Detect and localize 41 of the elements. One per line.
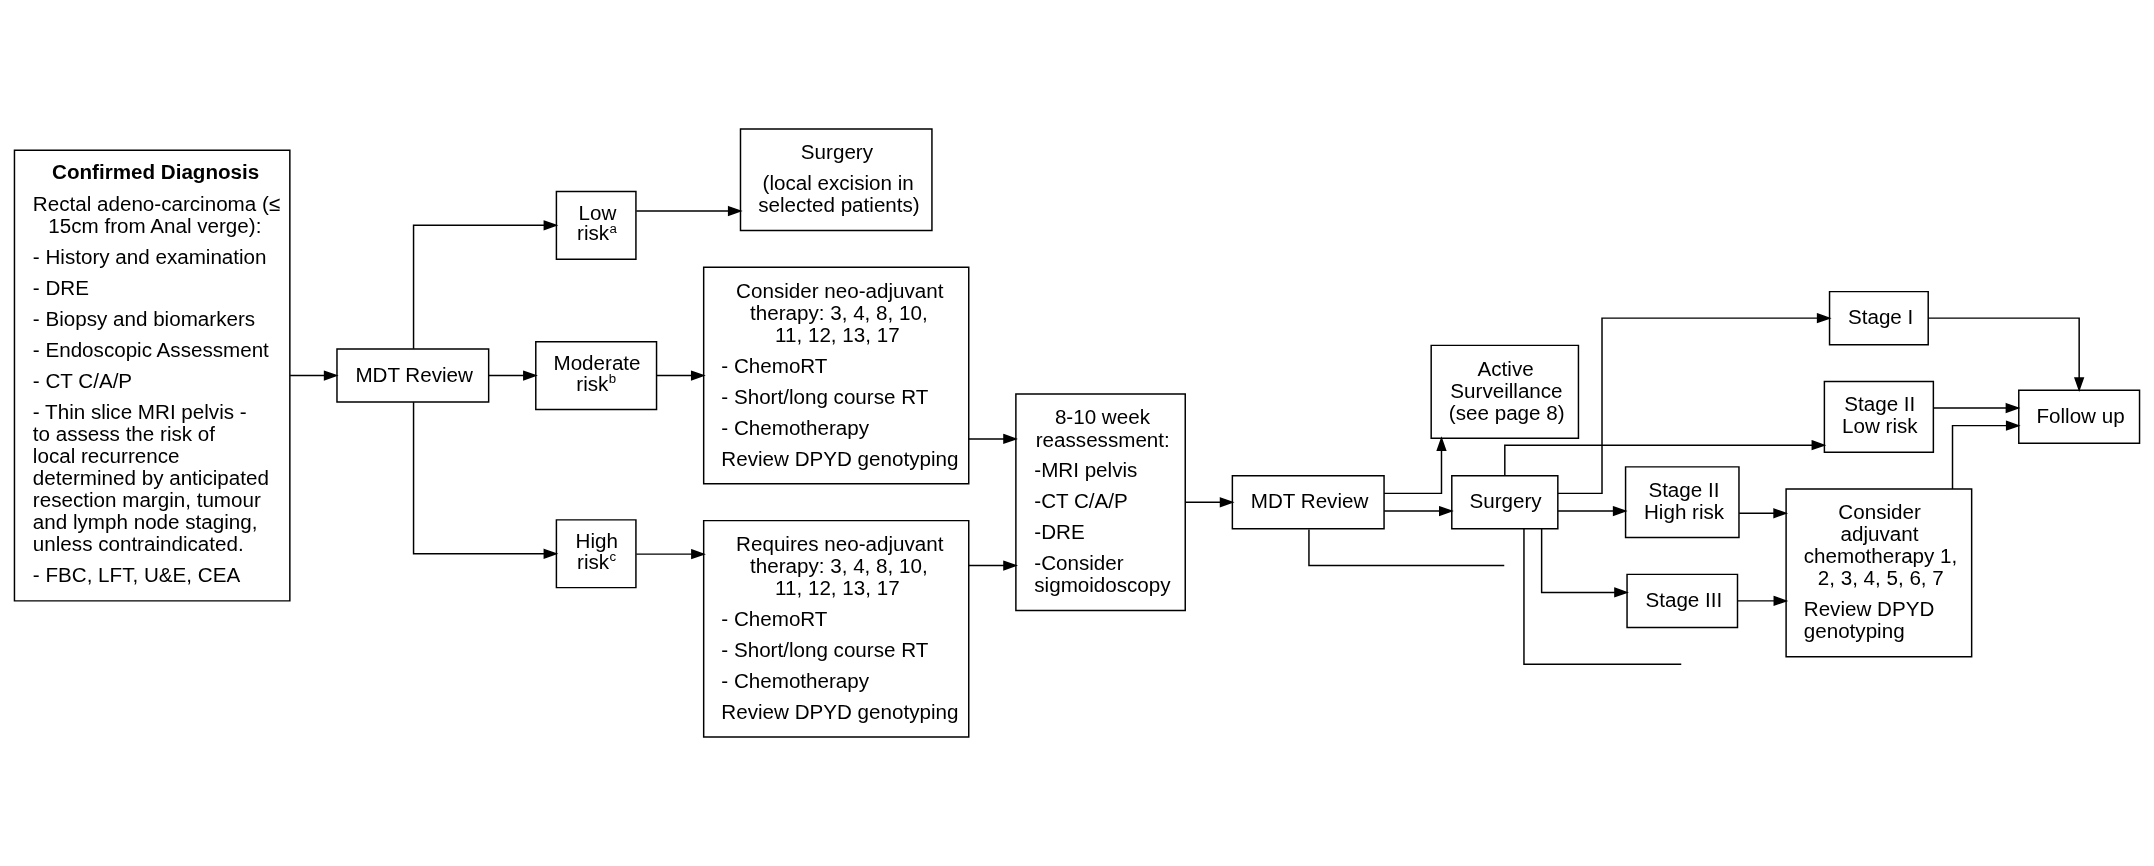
node-box: High risk$^{c}$ [555, 519, 637, 589]
arrow [1540, 528, 1629, 598]
node-box: Moderate risk$^{b}$ [535, 340, 658, 411]
node-box: MDT Review [1231, 474, 1385, 530]
connector [1523, 528, 1682, 665]
arrow [1927, 317, 2085, 393]
node-box: Consider adjuvant chemotherapy 1, 2, 3, 4, 5, 6, 7 Review DPYD genotyping [1785, 488, 1973, 658]
arrow [635, 205, 743, 217]
node-box: Stage III [1626, 573, 1739, 629]
arrow [412, 401, 559, 559]
arrow [1557, 312, 1832, 495]
arrow [412, 220, 559, 350]
node-box: 8-10 week reassessment: -MRI pelvis -CT C/A/P -DRE -Consider sigmoidoscopy [1015, 393, 1186, 612]
node-box: Requires neo-adjuvant therapy: 3, 4, 8, 10, 11, 12, 13, 17 - ChemoRT - Short/long course RT - Chemotherapy Review DPYD genotyping [702, 519, 970, 738]
node-box: MDT Review [336, 348, 490, 403]
arrow [1557, 505, 1628, 517]
node-box: Follow up [2018, 389, 2141, 445]
arrow [1932, 402, 2021, 414]
arrow [1736, 595, 1789, 607]
node-box: Consider neo-adjuvant therapy: 3, 4, 8, 10, 11, 12, 13, 17 - ChemoRT - Short/long course RT - Chemotherapy Review DPYD genotyping [702, 266, 970, 485]
arrow [968, 433, 1018, 445]
arrow [635, 548, 706, 560]
node-box: Surgery (local excision in selected patients) [739, 128, 933, 232]
connector [1308, 528, 1505, 567]
arrow [656, 370, 706, 381]
arrow [1383, 436, 1447, 495]
node-box: Surgery [1451, 474, 1559, 530]
arrow [1504, 440, 1827, 477]
arrow [488, 370, 538, 381]
arrow [1951, 420, 2021, 490]
arrow [1383, 505, 1454, 517]
node-box: Stage II High risk [1624, 466, 1740, 539]
node-box: Low risk$^{a}$ [555, 190, 637, 260]
arrow [289, 370, 339, 381]
node-box: Stage II Low risk [1823, 380, 1935, 453]
node-box: Stage I [1828, 290, 1929, 346]
node-box: Confirmed Diagnosis Rectal adeno-carcinoma (≤ 15cm from Anal verge): - History and examination - DRE - Biopsy and biomarkers - Endoscopic Assessment - CT C/A/P - Thin slice MRI pelvis - to assess the risk of local recurrence determined by anticipated resection margin, tumour and lymph node staging, unless contraindicated. - FBC, LFT, U&E, CEA [13, 149, 291, 602]
arrow [1738, 508, 1789, 519]
arrow [968, 560, 1018, 571]
node-box: Active Surveillance (see page 8) [1430, 344, 1580, 439]
arrow [1184, 497, 1235, 508]
